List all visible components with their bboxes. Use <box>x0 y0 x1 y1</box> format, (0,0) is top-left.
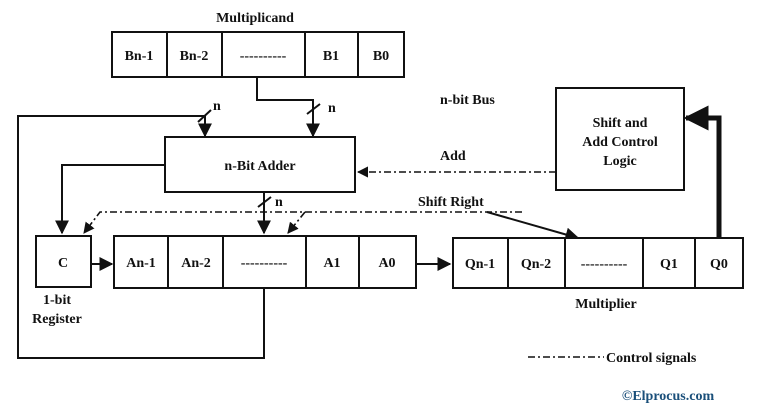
q-register: Qn-1 Qn-2 ---------- Q1 Q0 <box>452 237 744 289</box>
add-label: Add <box>440 149 466 164</box>
legend-control-signals: Control signals <box>606 351 697 366</box>
n-bit-adder: n-Bit Adder <box>164 136 356 193</box>
adder-title: n-Bit Adder <box>224 159 295 174</box>
multiplicand-cell-b1: B1 <box>323 49 339 64</box>
multiplicand-label: Multiplicand <box>216 11 294 26</box>
a-cell-ellipsis: ---------- <box>241 256 288 271</box>
control-logic-line-3: Logic <box>603 154 636 169</box>
register-label-line-1: 1-bit <box>43 293 71 308</box>
legend: Control signals <box>528 351 697 366</box>
shift-right-control-line-q <box>486 211 580 242</box>
q-cell-q1: Q1 <box>660 257 678 272</box>
multiplier-label: Multiplier <box>575 297 636 312</box>
shift-right-control-line-c <box>83 211 522 234</box>
multiplicand-cell-b0: B0 <box>373 49 389 64</box>
multiplicand-register: Bn-1 Bn-2 ---------- B1 B0 <box>111 31 405 78</box>
watermark-text: ©Elprocus.com <box>622 389 715 404</box>
a-register: An-1 An-2 ---------- A1 A0 <box>113 235 417 289</box>
shift-add-control-logic: Shift and Add Control Logic <box>555 87 685 191</box>
control-logic-line-2: Add Control <box>582 135 658 150</box>
bus-slash-2 <box>197 109 212 123</box>
q-cell-qn-2: Qn-2 <box>521 257 551 272</box>
a-cell-a1: A1 <box>323 256 340 271</box>
c-register: C <box>35 235 92 288</box>
q-cell-q0: Q0 <box>710 257 728 272</box>
bus-slash-1 <box>306 103 321 115</box>
bus-width-label-3: n <box>275 195 283 210</box>
bus-label: n-bit Bus <box>440 93 495 108</box>
c-cell: C <box>58 256 68 271</box>
multiplicand-to-adder-wire <box>256 77 320 138</box>
register-label-line-2: Register <box>32 312 82 327</box>
multiplicand-cell-bn-1: Bn-1 <box>125 49 154 64</box>
multiplicand-cell-ellipsis: ---------- <box>240 49 287 64</box>
q-cell-qn-1: Qn-1 <box>465 257 495 272</box>
a-cell-an-1: An-1 <box>126 256 156 271</box>
multiplicand-cell-bn-2: Bn-2 <box>180 49 209 64</box>
bus-width-label-2: n <box>213 99 221 114</box>
a-register-feedback-wire <box>17 115 265 359</box>
q-cell-ellipsis: ---------- <box>581 257 628 272</box>
control-logic-line-1: Shift and <box>593 116 648 131</box>
a-cell-a0: A0 <box>378 256 395 271</box>
bus-slash-3 <box>257 196 272 208</box>
q0-to-control-wire <box>683 105 722 238</box>
bus-width-label-1: n <box>328 101 336 116</box>
shift-right-control-line-a <box>287 211 306 234</box>
shift-right-label: Shift Right <box>418 195 484 210</box>
carry-out-wire <box>55 164 165 235</box>
a-cell-an-2: An-2 <box>181 256 211 271</box>
